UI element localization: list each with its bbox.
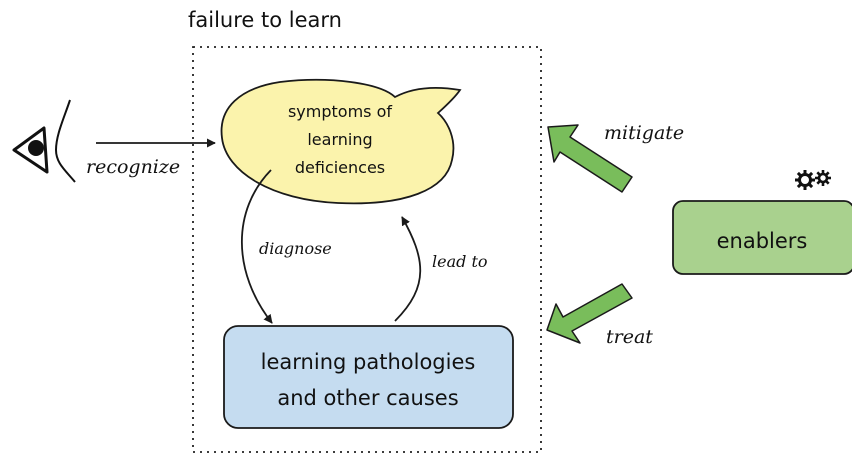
diagram-title: failure to learn (188, 8, 342, 32)
svg-text:learning: learning (307, 130, 372, 149)
lead-to-arrow (394, 216, 422, 322)
lead-to-label: lead to (432, 252, 488, 271)
symptoms-label-line2: learning (307, 130, 372, 149)
symptoms-node[interactable] (220, 78, 462, 205)
pathologies-label-line2: and other causes (277, 386, 458, 410)
recognize-label: recognize (86, 156, 180, 178)
diagnose-arrow (240, 169, 273, 324)
symptoms-label-line3: deficiences (295, 158, 385, 177)
svg-text:deficiences: deficiences (295, 158, 385, 177)
symptoms-label-line1: symptoms of (288, 102, 392, 121)
pathologies-label-line1: learning pathologies (261, 350, 476, 374)
treat-arrow (546, 283, 633, 344)
eye-icon (12, 99, 76, 183)
enablers-node[interactable] (672, 200, 852, 275)
enablers-label: enablers (717, 229, 808, 253)
mitigate-label: mitigate (604, 122, 684, 144)
svg-text:symptoms of: symptoms of (288, 102, 392, 121)
pathologies-node[interactable] (223, 325, 514, 429)
treat-label: treat (606, 326, 653, 348)
diagnose-label: diagnose (259, 239, 332, 258)
failure-boundary (192, 46, 542, 453)
gears-icon (795, 170, 831, 190)
mitigate-arrow (547, 124, 633, 193)
